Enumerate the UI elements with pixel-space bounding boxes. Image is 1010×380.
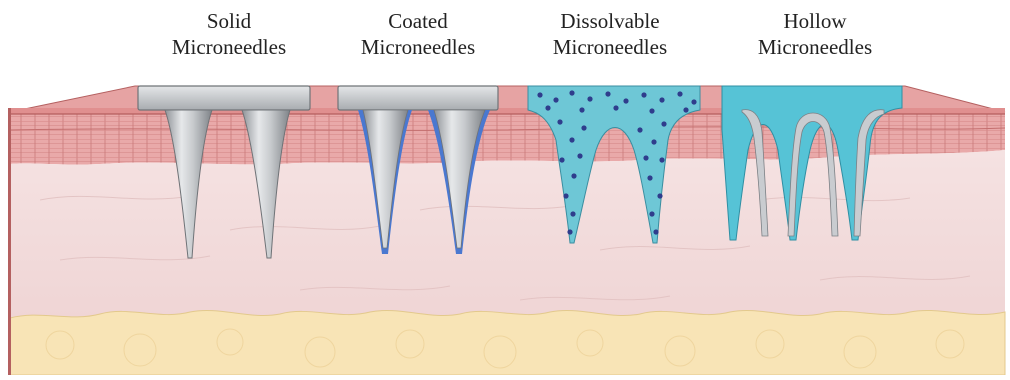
hollow-microneedles-label: Hollow Microneedles xyxy=(715,8,915,60)
label-line: Microneedles xyxy=(318,34,518,60)
label-line: Microneedles xyxy=(715,34,915,60)
solid-microneedles-label: Solid Microneedles xyxy=(129,8,329,60)
dissolvable-microneedles-label: Dissolvable Microneedles xyxy=(510,8,710,60)
label-line: Hollow xyxy=(715,8,915,34)
solid-base-plate xyxy=(138,86,310,110)
coated-base-plate xyxy=(338,86,498,110)
label-line: Microneedles xyxy=(510,34,710,60)
skin-block-edge xyxy=(8,108,11,375)
label-line: Solid xyxy=(129,8,329,34)
fat-layer xyxy=(10,310,1005,375)
label-line: Dissolvable xyxy=(510,8,710,34)
label-line: Coated xyxy=(318,8,518,34)
coated-microneedles-label: Coated Microneedles xyxy=(318,8,518,60)
label-line: Microneedles xyxy=(129,34,329,60)
